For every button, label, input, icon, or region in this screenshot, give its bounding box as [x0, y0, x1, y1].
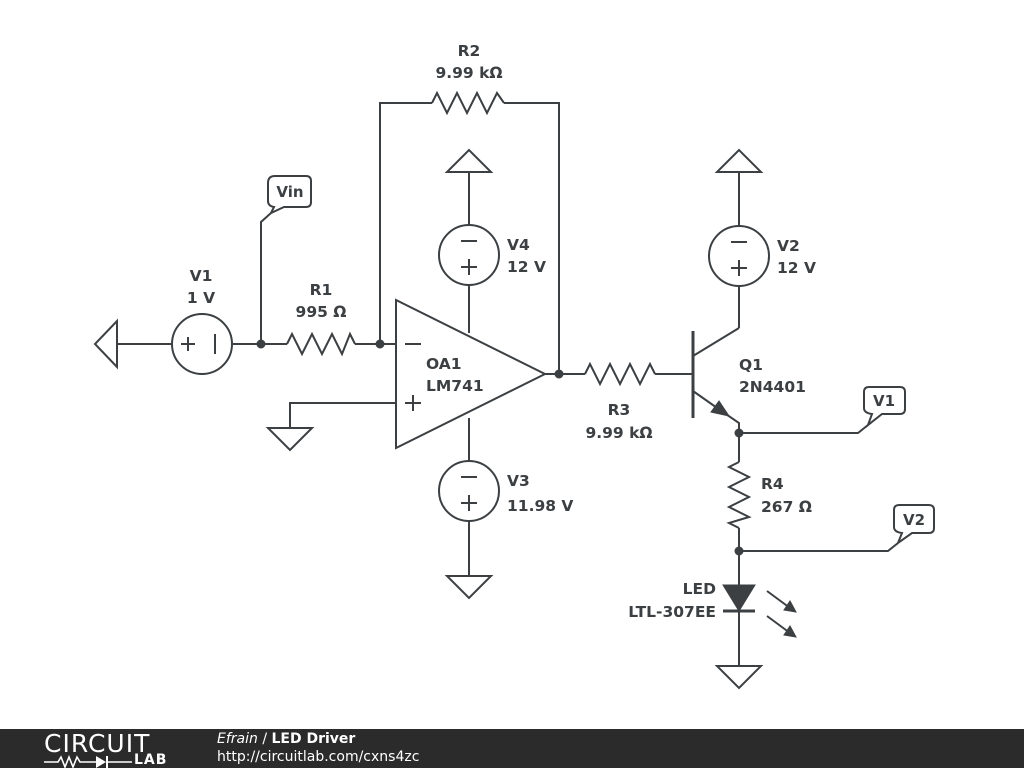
oa1-name: OA1 — [426, 355, 462, 373]
schematic-canvas: V1 1 V R1 995 Ω R2 9.99 kΩ R3 9.99 kΩ R4… — [93, 42, 935, 690]
r3-name: R3 — [608, 401, 631, 419]
r2-name: R2 — [458, 42, 481, 60]
v2-name: V2 — [777, 237, 800, 255]
led-name: LED — [683, 580, 716, 598]
v4-name: V4 — [507, 236, 530, 254]
supply-rail-v4 — [444, 148, 494, 173]
credit-line: Efrain / LED Driver — [217, 731, 355, 748]
ground-opamp-plus — [265, 427, 315, 452]
circuitlab-logo-top[interactable]: CIRCUIT — [44, 729, 151, 758]
oa1-opamp[interactable] — [395, 298, 548, 450]
r4-name: R4 — [761, 475, 784, 493]
r2-value: 9.99 kΩ — [435, 64, 502, 82]
resistor-diode-logo-icon — [44, 754, 132, 770]
probe-vin[interactable]: Vin — [267, 175, 312, 216]
v3-source[interactable] — [438, 460, 500, 522]
v2-value: 12 V — [777, 259, 816, 277]
r1-value: 995 Ω — [296, 303, 347, 321]
r2-resistor[interactable] — [431, 90, 505, 116]
v4-source[interactable] — [438, 224, 500, 286]
r3-value: 9.99 kΩ — [585, 424, 652, 442]
probe-v2-label: V2 — [903, 511, 925, 529]
credit-separator: / — [257, 731, 272, 747]
q1-value: 2N4401 — [739, 378, 806, 396]
circuit-title: LED Driver — [271, 731, 356, 747]
v1-value: 1 V — [187, 289, 215, 307]
probe-v1[interactable]: V1 — [863, 386, 906, 428]
q1-name: Q1 — [739, 356, 763, 374]
v3-value: 11.98 V — [507, 497, 573, 515]
v2-source[interactable] — [708, 225, 770, 287]
r3-resistor[interactable] — [584, 361, 656, 387]
v4-value: 12 V — [507, 258, 546, 276]
circuit-url-link[interactable]: http://circuitlab.com/cxns4zc — [217, 749, 420, 765]
oa1-value: LM741 — [426, 377, 484, 395]
logo-lab-text: LAB — [134, 752, 168, 768]
v1-source[interactable] — [171, 313, 233, 375]
r1-name: R1 — [310, 281, 333, 299]
probe-v1-label: V1 — [873, 392, 895, 410]
wires — [117, 102, 899, 666]
junction-dots — [256, 339, 744, 556]
led-diode[interactable] — [722, 584, 797, 638]
author-link[interactable]: Efrain — [217, 731, 258, 747]
led-value: LTL-307EE — [628, 603, 716, 621]
circuitlab-logo-bottom[interactable]: LAB — [44, 752, 176, 770]
probe-v2[interactable]: V2 — [893, 504, 935, 546]
supply-rail-v2 — [714, 148, 764, 173]
r4-value: 267 Ω — [761, 498, 812, 516]
r4-resistor[interactable] — [726, 461, 752, 529]
probe-vin-label: Vin — [276, 183, 303, 201]
r1-resistor[interactable] — [286, 331, 356, 357]
v1-name: V1 — [190, 267, 213, 285]
ground-led — [714, 665, 764, 690]
q1-transistor[interactable] — [691, 327, 740, 418]
ground-left — [93, 318, 118, 370]
v3-name: V3 — [507, 472, 530, 490]
footer-bar: CIRCUIT LAB Efrain / LED Driver http://c… — [0, 729, 1024, 770]
ground-v3 — [444, 575, 494, 600]
